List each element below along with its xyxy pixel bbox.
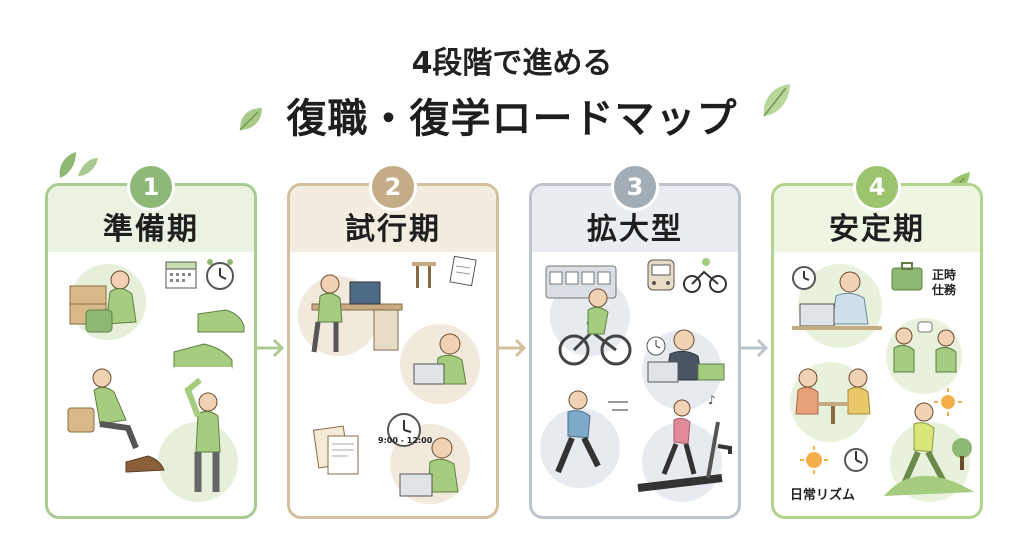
chair-icon — [412, 262, 436, 288]
step-card-3: 拡大型 — [529, 183, 741, 519]
clock-icon — [792, 266, 816, 290]
leaf-icon — [59, 152, 98, 178]
daily-rhythm-label: 日常リズム — [790, 488, 856, 503]
title-line-1: 4段階で進める — [411, 46, 613, 81]
clock-icon — [646, 336, 666, 356]
arrow-right-icon — [498, 338, 527, 358]
documents-icon — [312, 425, 359, 475]
svg-text:♪: ♪ — [708, 393, 716, 407]
step-card-1: 準備期 — [45, 183, 257, 519]
step-title: 試行期 — [345, 212, 441, 247]
step-title: 安定期 — [829, 212, 925, 247]
sun-icon — [934, 388, 962, 416]
arrow-right-icon — [740, 338, 769, 358]
preparation-illustration — [67, 259, 245, 502]
clock-icon — [387, 413, 421, 447]
step-card-2: 試行期 — [287, 183, 499, 519]
fixed-time-label: 正時 仕務 — [932, 268, 956, 298]
alarm-clock-icon — [206, 259, 234, 290]
step-number-badge: 1 — [127, 163, 175, 211]
sun-icon — [800, 446, 828, 474]
sneaker-icon — [173, 343, 233, 369]
fixed-time-line-1: 正時 — [932, 268, 957, 282]
step-title: 拡大型 — [587, 212, 683, 247]
step-card-4: 安定期 — [771, 183, 983, 519]
arrow-right-icon — [256, 338, 285, 358]
title-area: 4段階で進める 復職・復学ロードマップ — [0, 0, 1024, 150]
treadmill-icon — [637, 421, 732, 492]
train-front-icon — [647, 259, 675, 291]
cyclist-icon — [683, 258, 727, 293]
fixed-time-line-2: 仕務 — [932, 283, 957, 297]
leaf-icon — [239, 108, 262, 131]
title-line-2: 復職・復学ロードマップ — [286, 96, 738, 142]
leaf-icon — [763, 84, 790, 117]
step-number-badge: 3 — [611, 163, 659, 211]
stable-illustration — [790, 262, 974, 502]
document-icon — [449, 255, 477, 287]
expansion-illustration: ♪ — [540, 258, 732, 502]
calendar-icon — [165, 261, 197, 289]
step-title: 準備期 — [103, 212, 199, 247]
briefcase-icon — [891, 262, 923, 291]
step-header: 拡大型 — [532, 186, 738, 252]
step-number-badge: 4 — [853, 163, 901, 211]
trial-illustration — [298, 255, 480, 504]
step-number-badge: 2 — [369, 163, 417, 211]
schedule-label: 9:00 - 12:00 — [378, 436, 433, 445]
moon-clock-icon — [844, 448, 868, 472]
